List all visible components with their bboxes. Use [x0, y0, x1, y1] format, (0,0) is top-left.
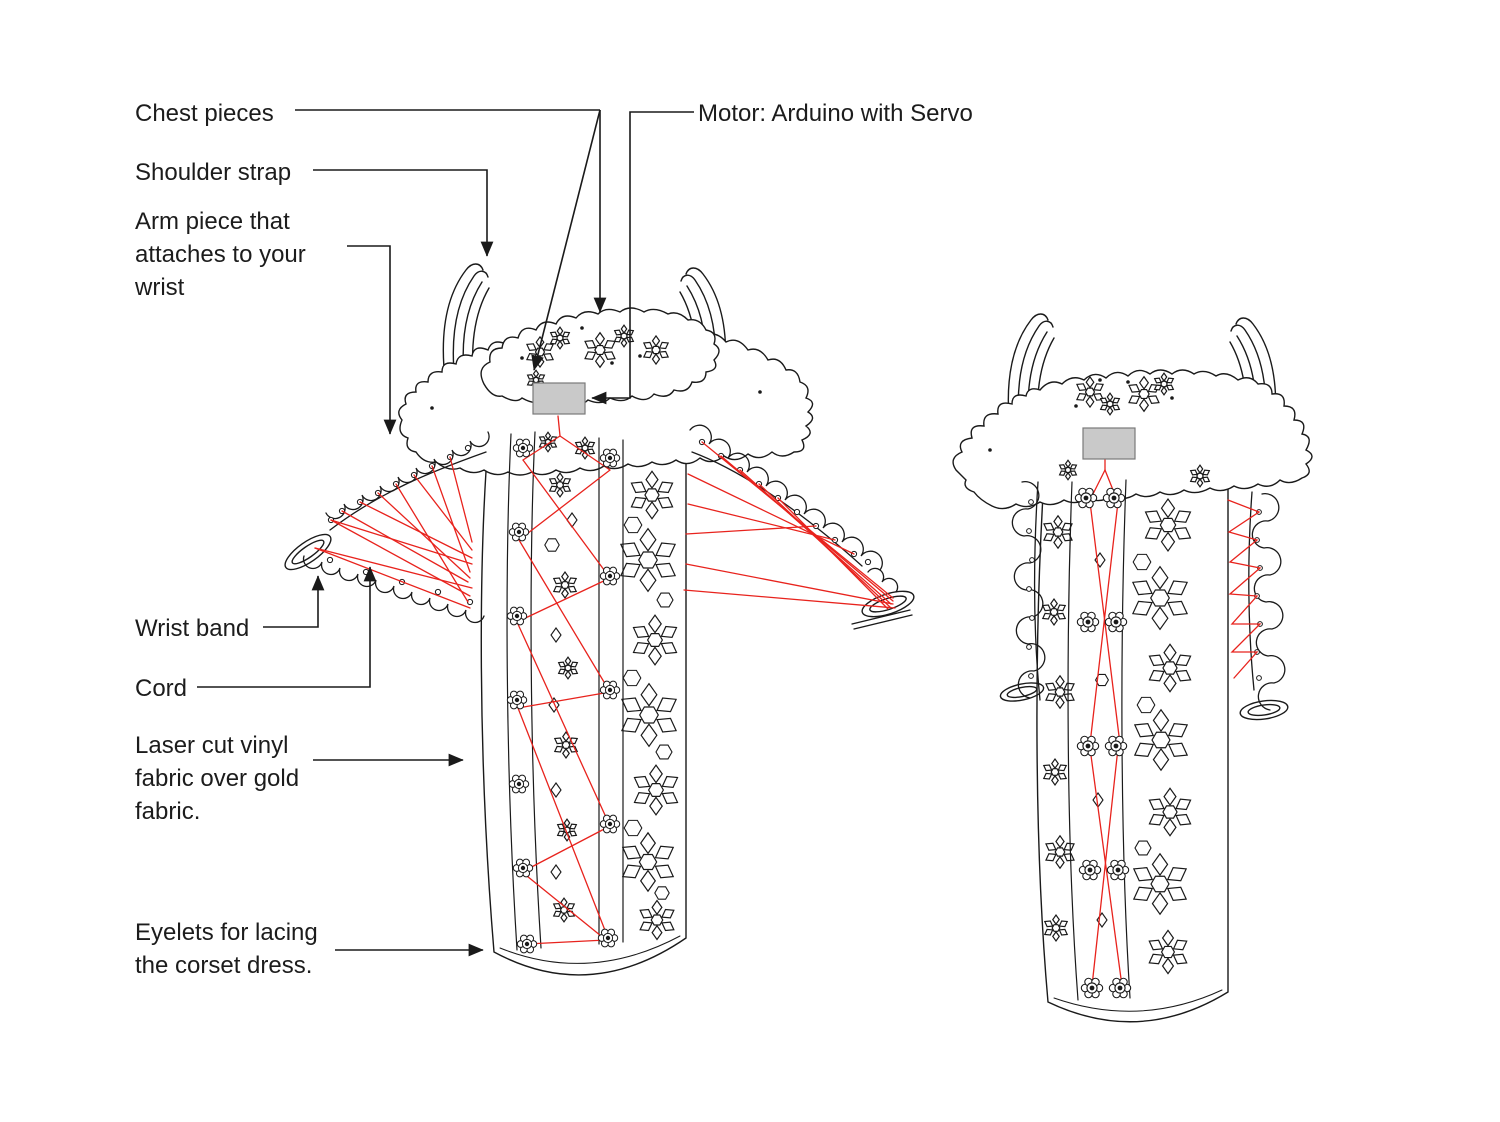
cords-red: [314, 415, 896, 945]
label-motor: Motor: Arduino with Servo: [698, 100, 973, 127]
side-strip-right-2: [1248, 491, 1286, 711]
corset-body-2: [1036, 470, 1229, 1023]
leader-lines: [197, 109, 694, 957]
side-strip-left-2: [1011, 481, 1046, 701]
label-laser-cut: Laser cut vinyl fabric over gold fabric.: [135, 732, 300, 825]
label-chest-pieces: Chest pieces: [135, 100, 274, 127]
label-cord: Cord: [135, 675, 188, 702]
arm-piece-left: [302, 431, 490, 624]
label-eyelets: Eyelets for lacing the corset dress.: [135, 919, 318, 979]
secondary-figure: [952, 313, 1313, 1023]
label-arm-piece: Arm piece that attaches to your wrist: [135, 208, 306, 301]
label-shoulder-strap: Shoulder strap: [135, 159, 292, 186]
wrist-band-left: [284, 533, 332, 571]
wrist-band-right-2: [1239, 699, 1289, 721]
lacing-strips: [506, 431, 624, 951]
wrist-band-left-2: [999, 682, 1045, 702]
collar-snowflakes: [430, 324, 762, 410]
motor-box-2: [1082, 427, 1136, 460]
collar-snowflakes-2: [988, 372, 1176, 452]
motor-box: [532, 382, 586, 415]
main-figure: [284, 263, 915, 976]
label-wrist-band: Wrist band: [135, 615, 250, 642]
